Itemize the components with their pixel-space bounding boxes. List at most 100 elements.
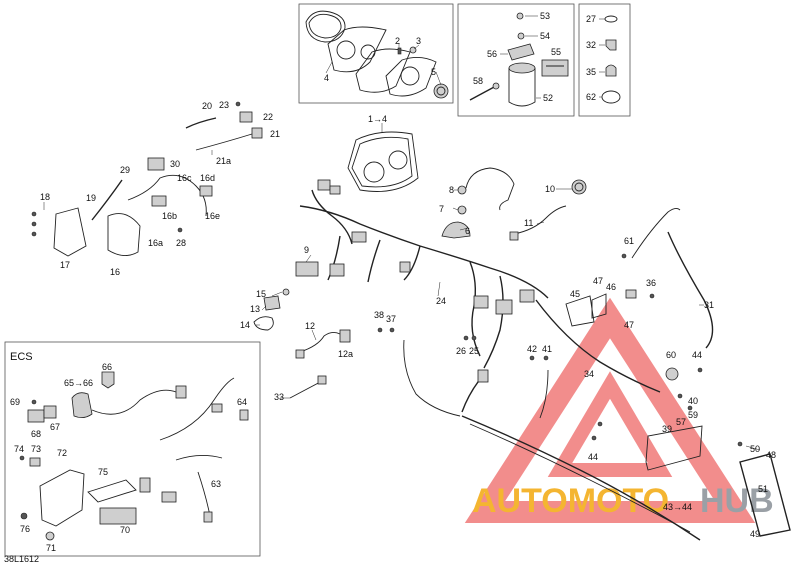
callout-12: 12 — [305, 321, 315, 331]
callout-38: 38 — [374, 310, 384, 320]
callout-29: 29 — [120, 165, 130, 175]
logo-text-auto: AUTOMOTO — [472, 482, 669, 520]
callout-21a: 21a — [216, 156, 231, 166]
callout-40: 40 — [688, 396, 698, 406]
clips-box — [578, 3, 631, 117]
callout-6: 6 — [465, 226, 470, 236]
callout-28: 28 — [176, 238, 186, 248]
callout-21: 21 — [270, 129, 280, 139]
callout-18: 18 — [40, 192, 50, 202]
callout-56: 56 — [487, 49, 497, 59]
callout-51: 51 — [758, 484, 768, 494]
gauge-cluster — [347, 123, 419, 192]
watermark-logo: AUTOMOTO HUB — [464, 297, 774, 523]
callout-33: 33 — [274, 392, 284, 402]
callout-36: 36 — [646, 278, 656, 288]
callout-10: 10 — [545, 184, 555, 194]
callout-45: 45 — [570, 289, 580, 299]
callout-70: 70 — [120, 525, 130, 535]
callout-5: 5 — [431, 67, 436, 77]
callout-2: 2 — [395, 36, 400, 46]
battery-area — [565, 207, 791, 537]
callout-14: 14 — [240, 320, 250, 330]
callout-31: 31 — [704, 300, 714, 310]
callout-67: 67 — [50, 422, 60, 432]
accessory-sockets — [441, 167, 587, 241]
handlebar-controls — [31, 101, 263, 257]
callout-24: 24 — [436, 296, 446, 306]
callout-3: 3 — [416, 36, 421, 46]
ecs-inset-title: ECS — [10, 351, 33, 363]
callout-53: 53 — [540, 11, 550, 21]
callout-54: 54 — [540, 31, 550, 41]
callout-74: 74 — [14, 444, 24, 454]
drawing-reference: 38L1612 — [4, 554, 39, 564]
callout-71: 71 — [46, 543, 56, 553]
cluster-exploded-parts — [305, 10, 449, 99]
callout-59: 59 — [688, 410, 698, 420]
callout-69: 69 — [10, 397, 20, 407]
clip-parts — [599, 15, 621, 104]
callout-16e: 16e — [205, 211, 220, 221]
ecs-inset-box — [4, 341, 261, 557]
callout-65-66: 65→66 — [64, 378, 93, 388]
callout-19: 19 — [86, 193, 96, 203]
callout-16b: 16b — [162, 211, 177, 221]
callout-62: 62 — [586, 92, 596, 102]
callout-66: 66 — [102, 362, 112, 372]
callout-4: 4 — [324, 73, 329, 83]
callout-17: 17 — [60, 260, 70, 270]
callout-55: 55 — [551, 47, 561, 57]
callout-26: 26 — [456, 346, 466, 356]
callout-7: 7 — [439, 204, 444, 214]
callout-15: 15 — [256, 289, 266, 299]
callout-47-bottom: 47 — [624, 320, 634, 330]
callout-30: 30 — [170, 159, 180, 169]
callout-11: 11 — [524, 218, 533, 228]
fasteners — [377, 327, 549, 361]
callout-20: 20 — [202, 101, 212, 111]
callout-35: 35 — [586, 67, 596, 77]
callout-57: 57 — [676, 417, 686, 427]
callout-37: 37 — [386, 314, 396, 324]
callout-64: 64 — [237, 397, 247, 407]
callout-9: 9 — [304, 245, 309, 255]
callout-42: 42 — [527, 344, 537, 354]
callout-12a: 12a — [338, 349, 353, 359]
callout-68: 68 — [31, 429, 41, 439]
fuel-sender-box — [457, 3, 575, 117]
callout-16c: 16c — [177, 173, 192, 183]
callout-23: 23 — [219, 100, 229, 110]
callout-16d: 16d — [200, 173, 215, 183]
callout-44-bottom: 44 — [588, 452, 598, 462]
callout-25: 25 — [469, 346, 479, 356]
callout-60: 60 — [666, 350, 676, 360]
callout-63: 63 — [211, 479, 221, 489]
callout-44-right: 44 — [692, 350, 702, 360]
callout-32: 32 — [586, 40, 596, 50]
callout-50: 50 — [750, 444, 760, 454]
callout-58: 58 — [473, 76, 483, 86]
callout-34: 34 — [584, 369, 594, 379]
logo-text-hub: HUB — [700, 482, 774, 520]
callout-75: 75 — [98, 467, 108, 477]
main-harness — [295, 179, 701, 541]
callout-61: 61 — [624, 236, 634, 246]
callout-76: 76 — [20, 524, 30, 534]
callout-72: 72 — [57, 448, 67, 458]
callout-13: 13 — [250, 304, 260, 314]
callout-47-top: 47 — [593, 276, 603, 286]
cluster-detail-box — [298, 3, 454, 104]
callout-16a: 16a — [148, 238, 163, 248]
callout-41: 41 — [542, 344, 552, 354]
callout-22: 22 — [263, 112, 273, 122]
callout-16: 16 — [110, 267, 120, 277]
callout-39: 39 — [662, 424, 672, 434]
callout-49: 49 — [750, 529, 760, 539]
fuel-sender-parts — [469, 12, 569, 107]
callout-46: 46 — [606, 282, 616, 292]
callout-1-4: 1→4 — [368, 114, 387, 124]
callout-48: 48 — [766, 450, 776, 460]
sensors — [253, 288, 351, 399]
